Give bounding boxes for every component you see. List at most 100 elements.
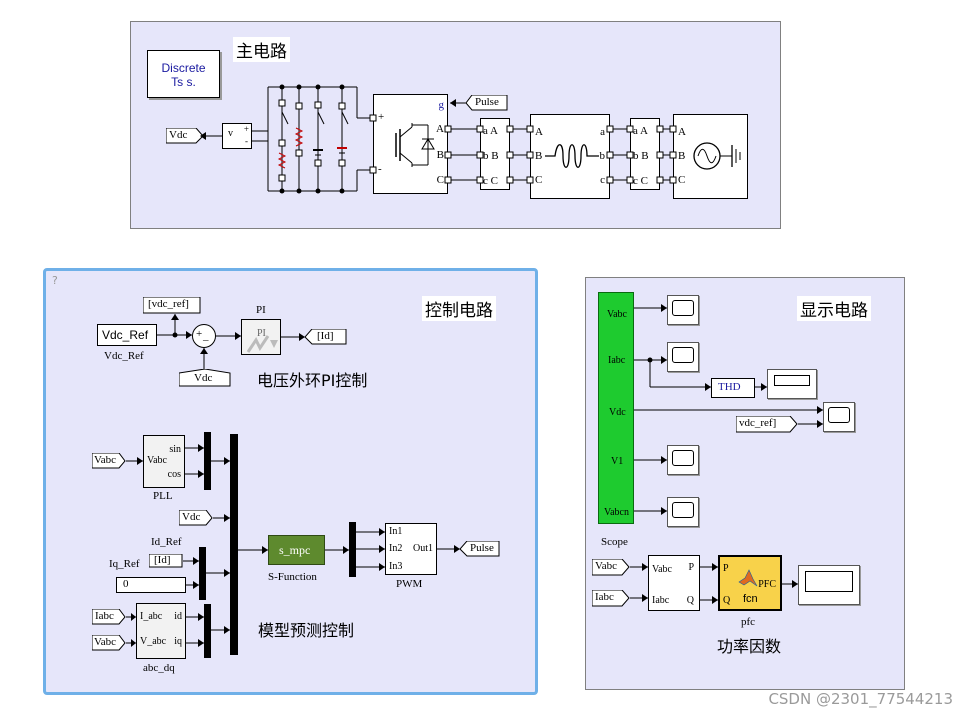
mux-main: [230, 434, 238, 655]
vdc-ref-constant-block[interactable]: Vdc_Ref: [97, 324, 157, 346]
pll-vabc-from-tag[interactable]: Vabc: [91, 452, 126, 469]
pwm-block[interactable]: In1 In2 In3 Out1: [385, 523, 437, 575]
display-circuit-panel[interactable]: [585, 277, 905, 690]
pi-inner-label: PI: [257, 328, 266, 339]
iabc-from-tag[interactable]: Iabc: [91, 608, 126, 625]
vabc-from-tag[interactable]: Vabc: [91, 634, 126, 651]
pll-vabc-from-label: Vabc: [94, 454, 116, 466]
pf-display[interactable]: [798, 565, 860, 605]
pll-port-cos: cos: [167, 469, 181, 480]
sum-plus: +: [196, 328, 203, 340]
id-goto-tag[interactable]: [Id]: [304, 328, 347, 345]
thd-display[interactable]: [767, 369, 817, 399]
vdc-from-2-shape: [178, 509, 213, 526]
scope-port-vabc: Vabc: [607, 309, 627, 320]
vm-minus: -: [245, 136, 248, 146]
pi-controller-block[interactable]: PI: [241, 319, 281, 355]
scope-bus-block[interactable]: Vabc Iabc Vdc V1 Vabcn: [598, 292, 634, 524]
power-factor-annotation: 功率因数: [717, 637, 782, 656]
scope-vdc[interactable]: [823, 402, 855, 432]
scope-iabc[interactable]: [667, 342, 699, 372]
vdc-ref-block-name: Vdc_Ref: [104, 350, 144, 362]
pq-vabc-from-label: Vabc: [595, 560, 617, 572]
filter-out-c: c: [600, 174, 605, 186]
ac-grid-source-block[interactable]: A B C: [673, 114, 748, 199]
vdc-ref-constant-value: Vdc_Ref: [102, 328, 149, 342]
id-from-label: [Id]: [154, 554, 171, 566]
inverter-port-b: B: [436, 149, 444, 161]
pfc-function-block[interactable]: P Q PFC fcn: [718, 555, 782, 611]
conn2-port-a: a A: [633, 125, 648, 137]
sum-minus: _: [203, 330, 209, 342]
ac-source-icon: [693, 142, 741, 170]
pfc-in-q: Q: [723, 595, 731, 606]
help-mark[interactable]: ?: [52, 274, 58, 287]
vdc-ref-from-label: vdc_ref]: [739, 417, 777, 429]
scope-vabc[interactable]: [667, 295, 699, 325]
pfc-out-label: PFC: [758, 579, 776, 590]
mux-dq: [204, 604, 211, 658]
vdc-ref-goto-shape: [142, 296, 201, 314]
vdc-from-tag[interactable]: Vdc: [178, 368, 231, 387]
discrete-line2: Ts s.: [171, 75, 196, 89]
pfc-fcn-label: fcn: [743, 593, 758, 605]
s-mpc-block-name: S-Function: [268, 571, 317, 583]
abc-dq-block[interactable]: I_abc V_abc id iq: [136, 603, 186, 659]
id-goto-shape: [304, 328, 347, 345]
id-from-tag[interactable]: [Id]: [148, 553, 183, 568]
pq-iabc-from-tag[interactable]: Iabc: [591, 589, 630, 607]
inverter-minus-port: -: [378, 163, 382, 175]
mux-ref: [199, 547, 206, 600]
vm-plus: +: [243, 124, 249, 134]
vdc-goto-label: Vdc: [169, 129, 188, 141]
vdc-from-tag-2[interactable]: Vdc: [178, 509, 213, 526]
pq-iabc-from-label: Iabc: [595, 591, 614, 603]
connector-block-1[interactable]: a A b B c C: [480, 118, 510, 190]
pfc-block-name: pfc: [741, 616, 756, 628]
powergui-discrete-block[interactable]: Discrete Ts s.: [147, 50, 220, 98]
rl-filter-block[interactable]: A B C a b c: [530, 114, 610, 199]
pwm-in1: In1: [389, 526, 403, 537]
abc-dq-out-iq: iq: [174, 636, 182, 647]
pq-iabc-from-shape: [591, 589, 630, 607]
scope-vabcn[interactable]: [667, 497, 699, 527]
power-pq-block[interactable]: Vabc Iabc P Q: [648, 555, 700, 611]
zero-constant-block[interactable]: 0: [116, 577, 186, 593]
vabc-from-label: Vabc: [94, 636, 116, 648]
vdc-ref-from-tag[interactable]: vdc_ref]: [735, 415, 798, 433]
vdc-goto-tag[interactable]: Vdc: [165, 127, 204, 144]
conn2-port-b: b B: [633, 150, 649, 162]
connector-block-2[interactable]: a A b B c C: [630, 118, 660, 190]
igbt-inverter-block[interactable]: g + - A B C: [373, 94, 448, 194]
vdc-ref-goto-tag[interactable]: [vdc_ref]: [142, 296, 201, 314]
sum-block[interactable]: + _: [192, 324, 216, 348]
thd-block[interactable]: THD: [711, 378, 755, 398]
scope-port-vabcn: Vabcn: [604, 507, 629, 518]
pulse-from-tag[interactable]: Pulse: [465, 94, 508, 111]
pll-port-sin: sin: [169, 444, 181, 455]
voltage-measurement-block[interactable]: v + -: [222, 123, 252, 149]
pulse-goto-tag[interactable]: Pulse: [459, 540, 500, 557]
inverter-plus-port: +: [378, 111, 385, 123]
vabc-from-shape: [91, 634, 126, 651]
id-ref-label: Id_Ref: [151, 536, 182, 548]
pq-vabc-from-tag[interactable]: Vabc: [591, 558, 630, 576]
pwm-in3: In3: [389, 561, 403, 572]
pll-block[interactable]: Vabc sin cos: [143, 435, 185, 488]
scope-bus-name: Scope: [601, 536, 628, 548]
filter-out-a: a: [600, 126, 605, 138]
inductor-icon: [545, 144, 599, 168]
inverter-port-a: A: [436, 123, 444, 135]
filter-in-a: A: [535, 126, 543, 138]
abc-dq-in-iabc: I_abc: [140, 611, 163, 622]
matlab-logo-icon: [738, 569, 758, 587]
pulse-goto-shape: [459, 540, 500, 557]
display-circuit-title: 显示电路: [797, 296, 871, 321]
pq-in-iabc: Iabc: [652, 595, 670, 606]
s-mpc-sfunction-block[interactable]: s_mpc: [268, 535, 325, 565]
vdc-goto-shape: [165, 127, 204, 144]
pq-vabc-from-shape: [591, 558, 630, 576]
filter-in-b: B: [535, 150, 543, 162]
pulse-from-label: Pulse: [475, 96, 499, 108]
scope-v1[interactable]: [667, 445, 699, 475]
